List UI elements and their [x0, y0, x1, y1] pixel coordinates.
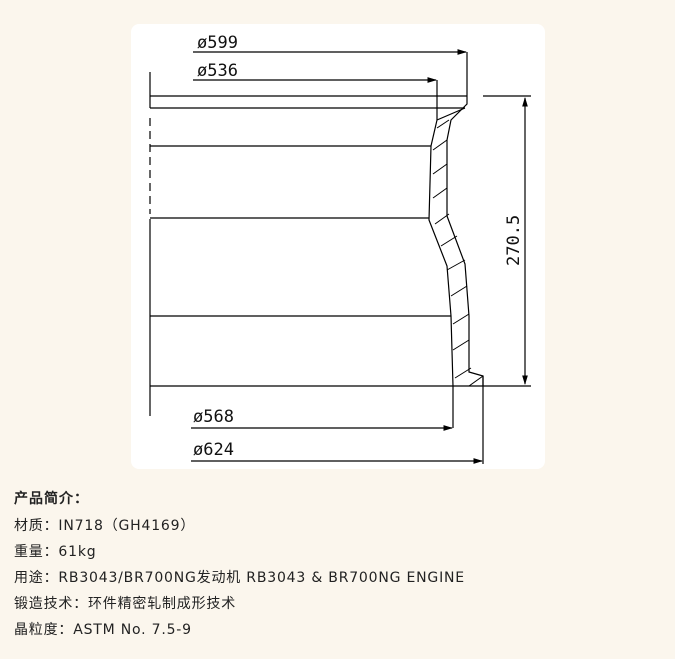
spec-label: 重量：	[14, 544, 59, 560]
spec-row-usage: 用途：RB3043/BR700NG发动机 RB3043 & BR700NG EN…	[14, 569, 654, 587]
spec-row-forging: 锻造技术：环件精密轧制成形技术	[14, 595, 654, 613]
spec-row-weight: 重量：61kg	[14, 543, 654, 561]
spec-value: ASTM No. 7.5-9	[73, 622, 192, 638]
spec-value: 环件精密轧制成形技术	[88, 596, 236, 612]
spec-label: 锻造技术：	[14, 596, 88, 612]
spec-value: IN718（GH4169）	[58, 518, 196, 534]
spec-label: 用途：	[14, 570, 59, 586]
dim-label-568: ø568	[193, 407, 234, 427]
ring-cross-section-drawing: ø599 ø536 ø568 ø624 270.5	[149, 33, 531, 464]
dim-label-536: ø536	[197, 61, 238, 81]
section-hatching	[432, 119, 484, 387]
technical-drawing-panel: ø599 ø536 ø568 ø624 270.5	[131, 24, 545, 469]
section-profile-outer	[446, 96, 484, 386]
spec-label: 材质：	[14, 518, 59, 534]
dim-label-599: ø599	[197, 33, 238, 53]
spec-value: RB3043/BR700NG发动机 RB3043 & BR700NG ENGIN…	[58, 570, 465, 586]
product-spec-section: 产品简介： 材质：IN718（GH4169） 重量：61kg 用途：RB3043…	[14, 488, 654, 647]
spec-label: 晶粒度：	[14, 622, 74, 638]
spec-title: 产品简介：	[14, 491, 89, 507]
dim-label-624: ø624	[193, 440, 234, 460]
spec-value: 61kg	[58, 544, 97, 560]
spec-row-material: 材质：IN718（GH4169）	[14, 517, 654, 535]
spec-row-grain-size: 晶粒度：ASTM No. 7.5-9	[14, 621, 654, 639]
dim-label-height: 270.5	[504, 215, 524, 266]
